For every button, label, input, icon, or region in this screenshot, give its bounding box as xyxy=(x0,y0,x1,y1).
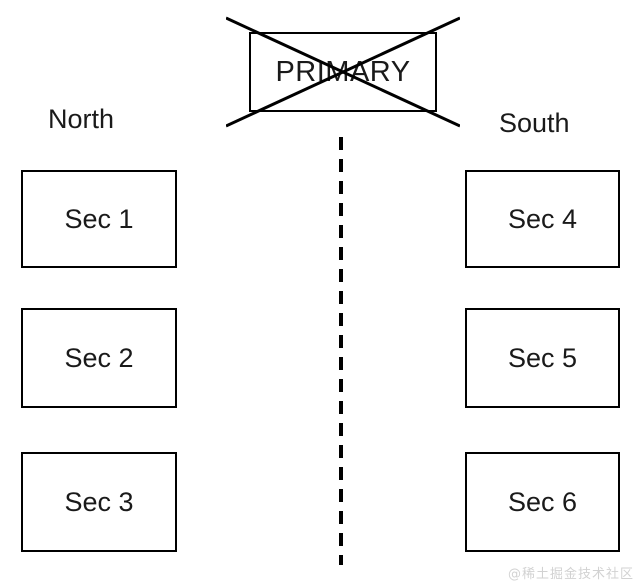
section-box-sec-4[interactable]: Sec 4 xyxy=(465,170,620,268)
section-box-label: Sec 1 xyxy=(64,203,134,234)
section-box-sec-2[interactable]: Sec 2 xyxy=(21,308,177,408)
section-box-label: Sec 6 xyxy=(507,486,578,517)
section-box-sec-1[interactable]: Sec 1 xyxy=(21,170,177,268)
column-caption-south: South xyxy=(499,108,570,138)
primary-node-label: PRIMARY xyxy=(275,55,411,88)
section-box-label: Sec 2 xyxy=(64,342,134,373)
vertical-dashed-divider xyxy=(339,137,343,565)
section-box-label: Sec 4 xyxy=(507,203,578,234)
section-box-sec-5[interactable]: Sec 5 xyxy=(465,308,620,408)
section-box-label: Sec 5 xyxy=(507,342,578,373)
section-box-sec-3[interactable]: Sec 3 xyxy=(21,452,177,552)
watermark-text: @稀土掘金技术社区 xyxy=(507,567,634,582)
section-box-sec-6[interactable]: Sec 6 xyxy=(465,452,620,552)
section-box-label: Sec 3 xyxy=(64,486,134,517)
column-caption-north: North xyxy=(48,104,115,134)
